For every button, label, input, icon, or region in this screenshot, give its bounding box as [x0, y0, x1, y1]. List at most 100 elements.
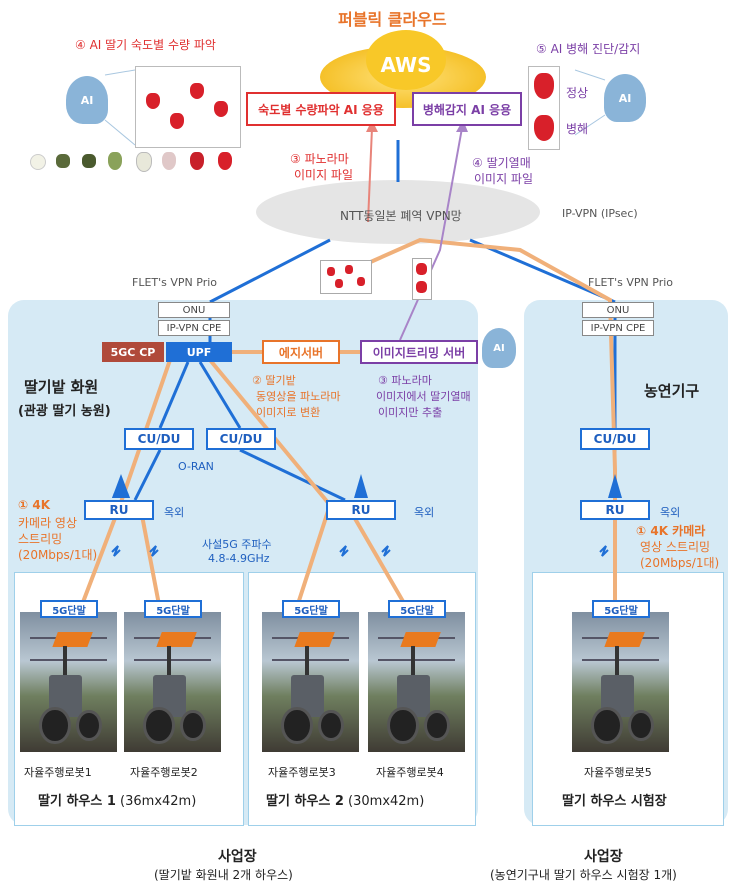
- thermal-file-label-1: ④ 딸기열매: [472, 156, 531, 170]
- camera-left-line2: 카메라 영상: [18, 516, 78, 530]
- terminal-label: 5G단말: [294, 605, 328, 617]
- ipvpn-label: IP-VPN (IPsec): [562, 207, 638, 220]
- robot-photo-3: [262, 612, 359, 752]
- robot-photo-4: [368, 612, 465, 752]
- onu-right: ONU: [582, 302, 654, 318]
- org-title: 농연기구: [644, 382, 700, 400]
- ipvpn-cpe-right: IP-VPN CPE: [582, 320, 654, 336]
- outdoor-label-1: 옥외: [164, 506, 185, 519]
- aws-label: AWS: [366, 50, 446, 80]
- ai-head-right-text: AI: [618, 91, 632, 105]
- pano-file-label-1: ③ 파노라마: [290, 152, 349, 166]
- strawberry-icon: [357, 277, 365, 286]
- disease-app-label: 병해감지 AI 응용: [422, 102, 512, 117]
- ipvpn-cpe-left-label: IP-VPN CPE: [166, 322, 222, 334]
- terminal-box-4: 5G단말: [388, 600, 446, 618]
- terminal-label: 5G단말: [156, 605, 190, 617]
- ipvpn-cpe-right-label: IP-VPN CPE: [590, 322, 646, 334]
- count-app-box: 숙도별 수량파악 AI 응용: [246, 92, 396, 126]
- onu-left-label: ONU: [182, 304, 206, 316]
- house-1-size: (36mx42m): [115, 794, 197, 809]
- ipvpn-cpe-left: IP-VPN CPE: [158, 320, 230, 336]
- site-left-subtitle: (딸기밭 화원내 2개 하우스): [154, 868, 293, 882]
- cudu-label-2: CU/DU: [219, 432, 263, 446]
- strawberry-icon: [416, 263, 427, 275]
- house-2-size: (30mx42m): [343, 794, 425, 809]
- strawberry-icon: [416, 281, 427, 293]
- ru-label-1: RU: [109, 503, 129, 517]
- thermal-image-thumbnail: [412, 258, 432, 300]
- ai-head-left-icon: AI: [66, 76, 108, 124]
- strawberry-icon: [190, 83, 204, 99]
- cudu-box-3: CU/DU: [580, 428, 650, 450]
- terminal-box-3: 5G단말: [282, 600, 340, 618]
- cloud-title: 퍼블릭 클라우드: [338, 10, 447, 29]
- flower-icon: [30, 154, 46, 170]
- pano-file-label-2: 이미지 파일: [294, 168, 354, 182]
- red-strawberry-icon: [190, 152, 204, 170]
- ru-box-3: RU: [580, 500, 650, 520]
- step2-line3: 이미지로 변환: [256, 406, 321, 419]
- flets-left-label: FLET's VPN Prio: [132, 276, 218, 289]
- camera-right-line1: ① 4K 카메라: [636, 524, 706, 538]
- farm-title: 딸기밭 화원: [24, 378, 99, 396]
- core-cp-label: 5GC CP: [110, 345, 156, 359]
- terminal-box-1: 5G단말: [40, 600, 98, 618]
- step3-line2: 이미지에서 딸기열매: [376, 390, 471, 403]
- count-app-label: 숙도별 수량파악 AI 응용: [258, 102, 384, 117]
- robot-label-3: 자율주행로봇3: [268, 766, 336, 779]
- camera-left-line4: (20Mbps/1대): [18, 548, 98, 562]
- diseased-strawberry-icon: [534, 115, 554, 141]
- robot-photo-1: [20, 612, 117, 752]
- frequency-line2: 4.8-4.9GHz: [208, 552, 270, 565]
- core-cp-box: 5GC CP: [102, 342, 164, 362]
- camera-left-line3: 스트리밍: [18, 532, 63, 546]
- strawberry-icon: [170, 113, 184, 129]
- strawberry-count-image: [135, 66, 241, 148]
- edge-server-box: 에지서버: [262, 340, 340, 364]
- image-trimming-server-label: 이미지트리밍 서버: [372, 345, 466, 360]
- onu-left: ONU: [158, 302, 230, 318]
- ai-head-left-text: AI: [80, 93, 94, 107]
- red-strawberry-icon: [218, 152, 232, 170]
- disease-app-box: 병해감지 AI 응용: [412, 92, 522, 126]
- edge-server-label: 에지서버: [278, 345, 324, 360]
- strawberry-icon: [214, 101, 228, 117]
- site-left-title: 사업장: [218, 849, 257, 865]
- upf-box: UPF: [166, 342, 232, 362]
- robot-photo-5: [572, 612, 669, 752]
- camera-left-line1: ① 4K: [18, 498, 50, 512]
- vpn-label: NTT동일본 폐역 VPN망: [340, 209, 462, 223]
- ripeness-stages-row: [28, 150, 238, 174]
- site-right-title: 사업장: [584, 849, 623, 865]
- strawberry-icon: [327, 267, 335, 276]
- strawberry-icon: [146, 93, 160, 109]
- house-1-title: 딸기 하우스 1 (36mx42m): [38, 790, 196, 809]
- strawberry-icon: [335, 279, 343, 288]
- healthy-strawberry-icon: [534, 73, 554, 99]
- terminal-box-5: 5G단말: [592, 600, 650, 618]
- cudu-box-1: CU/DU: [124, 428, 194, 450]
- ai-head-right-icon: AI: [604, 74, 646, 122]
- step2-line2: 동영상을 파노라마: [256, 390, 341, 403]
- house-1-title-bold: 딸기 하우스 1: [38, 794, 116, 809]
- robot-photo-2: [124, 612, 221, 752]
- robot-label-2: 자율주행로봇2: [130, 766, 198, 779]
- pink-strawberry-icon: [162, 152, 176, 170]
- terminal-label: 5G단말: [52, 605, 86, 617]
- ai-head-server-text: AI: [493, 342, 505, 354]
- green-strawberry-icon: [56, 154, 70, 168]
- cudu-label-3: CU/DU: [593, 432, 637, 446]
- green-strawberry-icon: [82, 154, 96, 168]
- green-strawberry-icon: [108, 152, 122, 170]
- step3-line3: 이미지만 추출: [378, 406, 443, 419]
- step3-line1: ③ 파노라마: [378, 374, 432, 387]
- cudu-box-2: CU/DU: [206, 428, 276, 450]
- camera-right-line2: 영상 스트리밍: [640, 540, 711, 554]
- aws-text: AWS: [380, 53, 432, 77]
- upf-label: UPF: [186, 345, 212, 359]
- robot-label-4: 자율주행로봇4: [376, 766, 444, 779]
- outdoor-label-2: 옥외: [414, 506, 435, 519]
- robot-label-1: 자율주행로봇1: [24, 766, 92, 779]
- cloud-bump: [366, 30, 446, 90]
